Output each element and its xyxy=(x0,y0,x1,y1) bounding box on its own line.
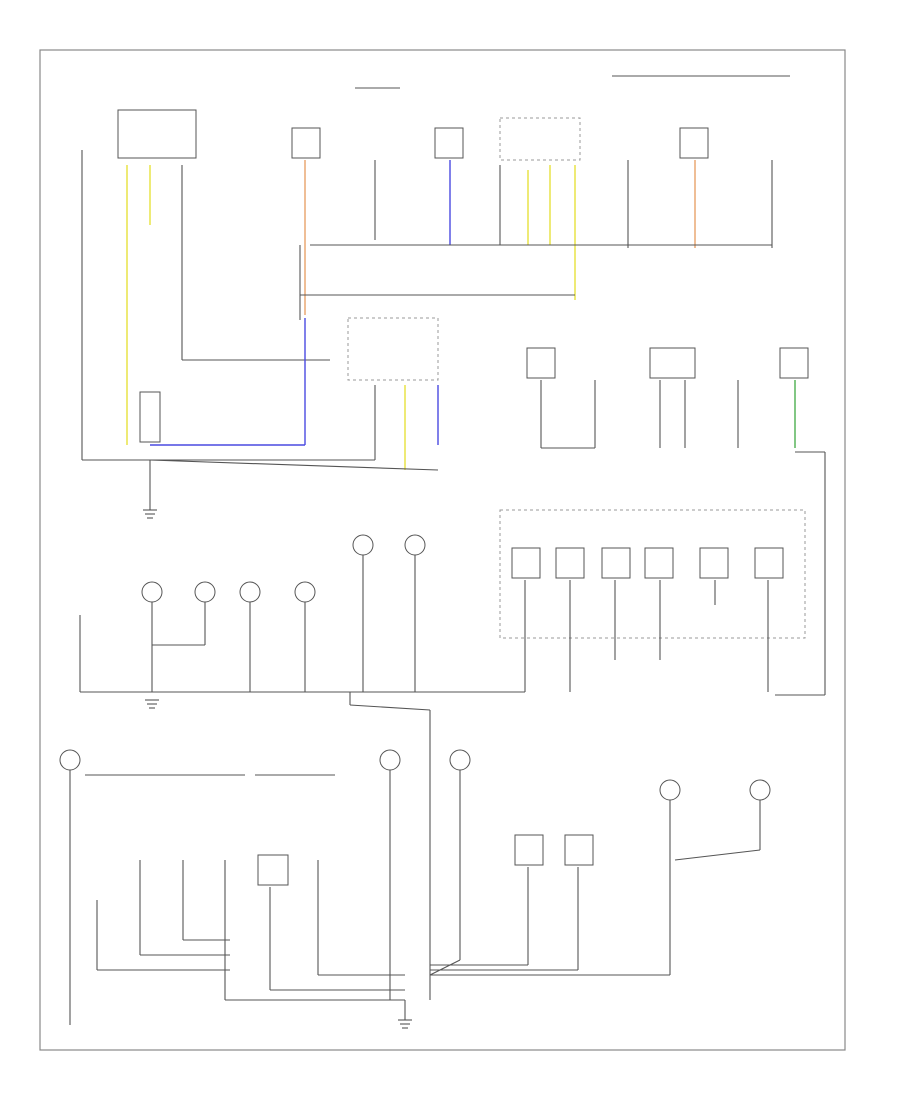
bottom-section xyxy=(59,692,771,1025)
top-wires xyxy=(81,150,773,460)
component-box xyxy=(499,117,581,161)
component-box xyxy=(434,127,464,159)
middle-block xyxy=(82,317,439,510)
ground-icon xyxy=(143,509,157,519)
lamps-row xyxy=(79,534,525,693)
ground-icon xyxy=(398,1019,412,1029)
ground-icon xyxy=(145,699,159,709)
relay-cluster xyxy=(499,509,825,696)
component-box xyxy=(117,109,197,159)
component-box xyxy=(679,127,709,159)
diagram-frame xyxy=(39,49,846,1051)
right-mid-components xyxy=(526,347,826,695)
component-box xyxy=(291,127,321,159)
ground-symbols xyxy=(143,509,412,1029)
top-components xyxy=(117,75,790,161)
